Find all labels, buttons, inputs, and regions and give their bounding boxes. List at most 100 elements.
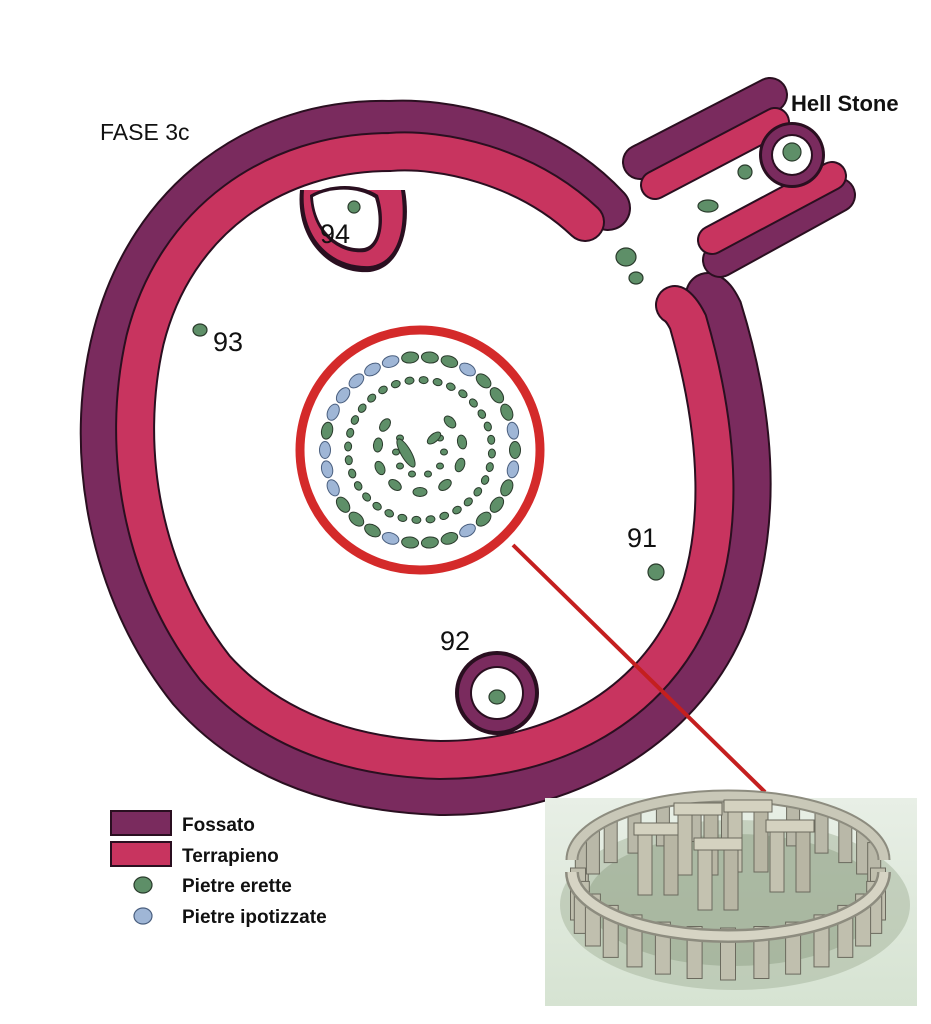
- erected-stone: [348, 468, 357, 479]
- entrance-stone: [737, 164, 753, 180]
- inset-stone: [633, 822, 683, 836]
- legend-item-erected: Pietre erette: [133, 876, 292, 897]
- inset-stone: [765, 819, 815, 833]
- hypothesized-stone: [364, 362, 381, 377]
- hypothesized-stone: [506, 460, 520, 479]
- erected-stone: [378, 385, 388, 395]
- hell-stone-ring: [759, 122, 825, 188]
- connector-line: [511, 543, 767, 794]
- erected-stone: [432, 378, 443, 387]
- erected-stone: [443, 415, 457, 429]
- erected-stone: [357, 403, 367, 413]
- erected-stone: [425, 515, 436, 524]
- inset-stone: [723, 799, 773, 813]
- erected-stone: [485, 462, 494, 473]
- stone-91: [647, 563, 665, 581]
- erected-stone: [500, 479, 514, 497]
- erected-stone: [372, 437, 384, 453]
- erected-stone: [384, 509, 395, 518]
- legend: Fossato Terrapieno Pietre erette Pietre …: [110, 810, 327, 928]
- hole-label-93: 93: [213, 327, 243, 357]
- erected-stone: [483, 421, 492, 432]
- stone-layout: [319, 351, 521, 549]
- erected-stone: [411, 515, 422, 524]
- inset-stone: [677, 812, 693, 876]
- erected-stone: [439, 511, 450, 521]
- avenue-lower-bank: [697, 161, 856, 278]
- erected-stone: [372, 501, 382, 511]
- erected-stone: [445, 382, 456, 391]
- erected-stone: [367, 393, 377, 403]
- inset-stone: [795, 829, 811, 893]
- erected-stone: [320, 421, 334, 440]
- erected-stone: [344, 441, 353, 452]
- central-circle: [295, 325, 545, 575]
- erected-stone: [480, 475, 490, 485]
- erected-stone: [362, 492, 372, 502]
- erected-stone: [440, 532, 459, 545]
- erected-stone: [454, 457, 466, 473]
- hypothesized-stone: [506, 421, 520, 440]
- erected-stone: [426, 431, 442, 445]
- erected-stone: [404, 376, 415, 385]
- hypothesized-stone: [348, 373, 365, 389]
- hole-label-91: 91: [627, 523, 657, 553]
- erected-stone: [500, 403, 514, 421]
- erected-stone: [487, 434, 496, 445]
- station-94: [299, 186, 407, 273]
- erected-stone: [420, 536, 439, 549]
- hole-label-92: 92: [440, 626, 470, 656]
- hypothesized-stone: [326, 403, 340, 421]
- erected-stone: [350, 415, 360, 425]
- inset-stone: [697, 847, 713, 911]
- erected-stone: [456, 434, 468, 450]
- erected-stone: [397, 513, 408, 522]
- erected-stone: [489, 496, 505, 513]
- inset-stone: [637, 832, 653, 896]
- hypothesized-stone: [335, 387, 351, 404]
- hypothesized-stone: [319, 441, 331, 459]
- erected-stone: [348, 511, 365, 527]
- hole-label-94: 94: [320, 219, 350, 249]
- inset-stone: [753, 809, 769, 873]
- inset-stone: [663, 832, 679, 896]
- erected-stone: [475, 373, 492, 389]
- hell-stone: [782, 142, 802, 162]
- erected-stone: [401, 351, 420, 364]
- erected-stone: [468, 398, 478, 408]
- hypothesized-stone: [459, 362, 476, 377]
- avenue-upper-bank: [622, 77, 790, 200]
- hypothesized-stone: [320, 460, 334, 479]
- inset-stone: [693, 837, 743, 851]
- erected-stone: [374, 460, 386, 476]
- legend-item-hypothesized: Pietre ipotizzate: [133, 907, 327, 928]
- erected-stone: [418, 376, 429, 385]
- hypothesized-stone: [459, 523, 476, 538]
- erected-stone: [452, 505, 462, 515]
- avenue: [615, 77, 856, 285]
- erected-stone: [489, 387, 505, 404]
- erected-stone: [379, 418, 391, 432]
- erected-stone: [458, 389, 468, 399]
- stone-93: [192, 323, 208, 337]
- hypothesized-stone: [381, 532, 400, 545]
- phase-label: FASE 3c: [100, 119, 189, 145]
- legend-item-bank: Terrapieno: [110, 841, 279, 867]
- stonehenge-inset: [545, 789, 917, 1006]
- svg-text:Pietre ipotizzate: Pietre ipotizzate: [182, 907, 327, 928]
- hypothesized-stone: [326, 479, 340, 497]
- stone-94: [347, 200, 361, 214]
- erected-stone: [487, 448, 496, 459]
- svg-text:Fossato: Fossato: [182, 815, 255, 836]
- erected-stone: [346, 427, 355, 438]
- entrance-stone: [697, 199, 719, 213]
- erected-stone: [344, 455, 353, 466]
- entrance-stone: [628, 271, 644, 285]
- erected-stone: [477, 409, 487, 419]
- stone-92: [488, 689, 506, 705]
- erected-stone: [440, 355, 459, 368]
- hypothesized-stone: [381, 355, 400, 368]
- erected-stone: [473, 487, 483, 497]
- erected-stone: [364, 523, 381, 538]
